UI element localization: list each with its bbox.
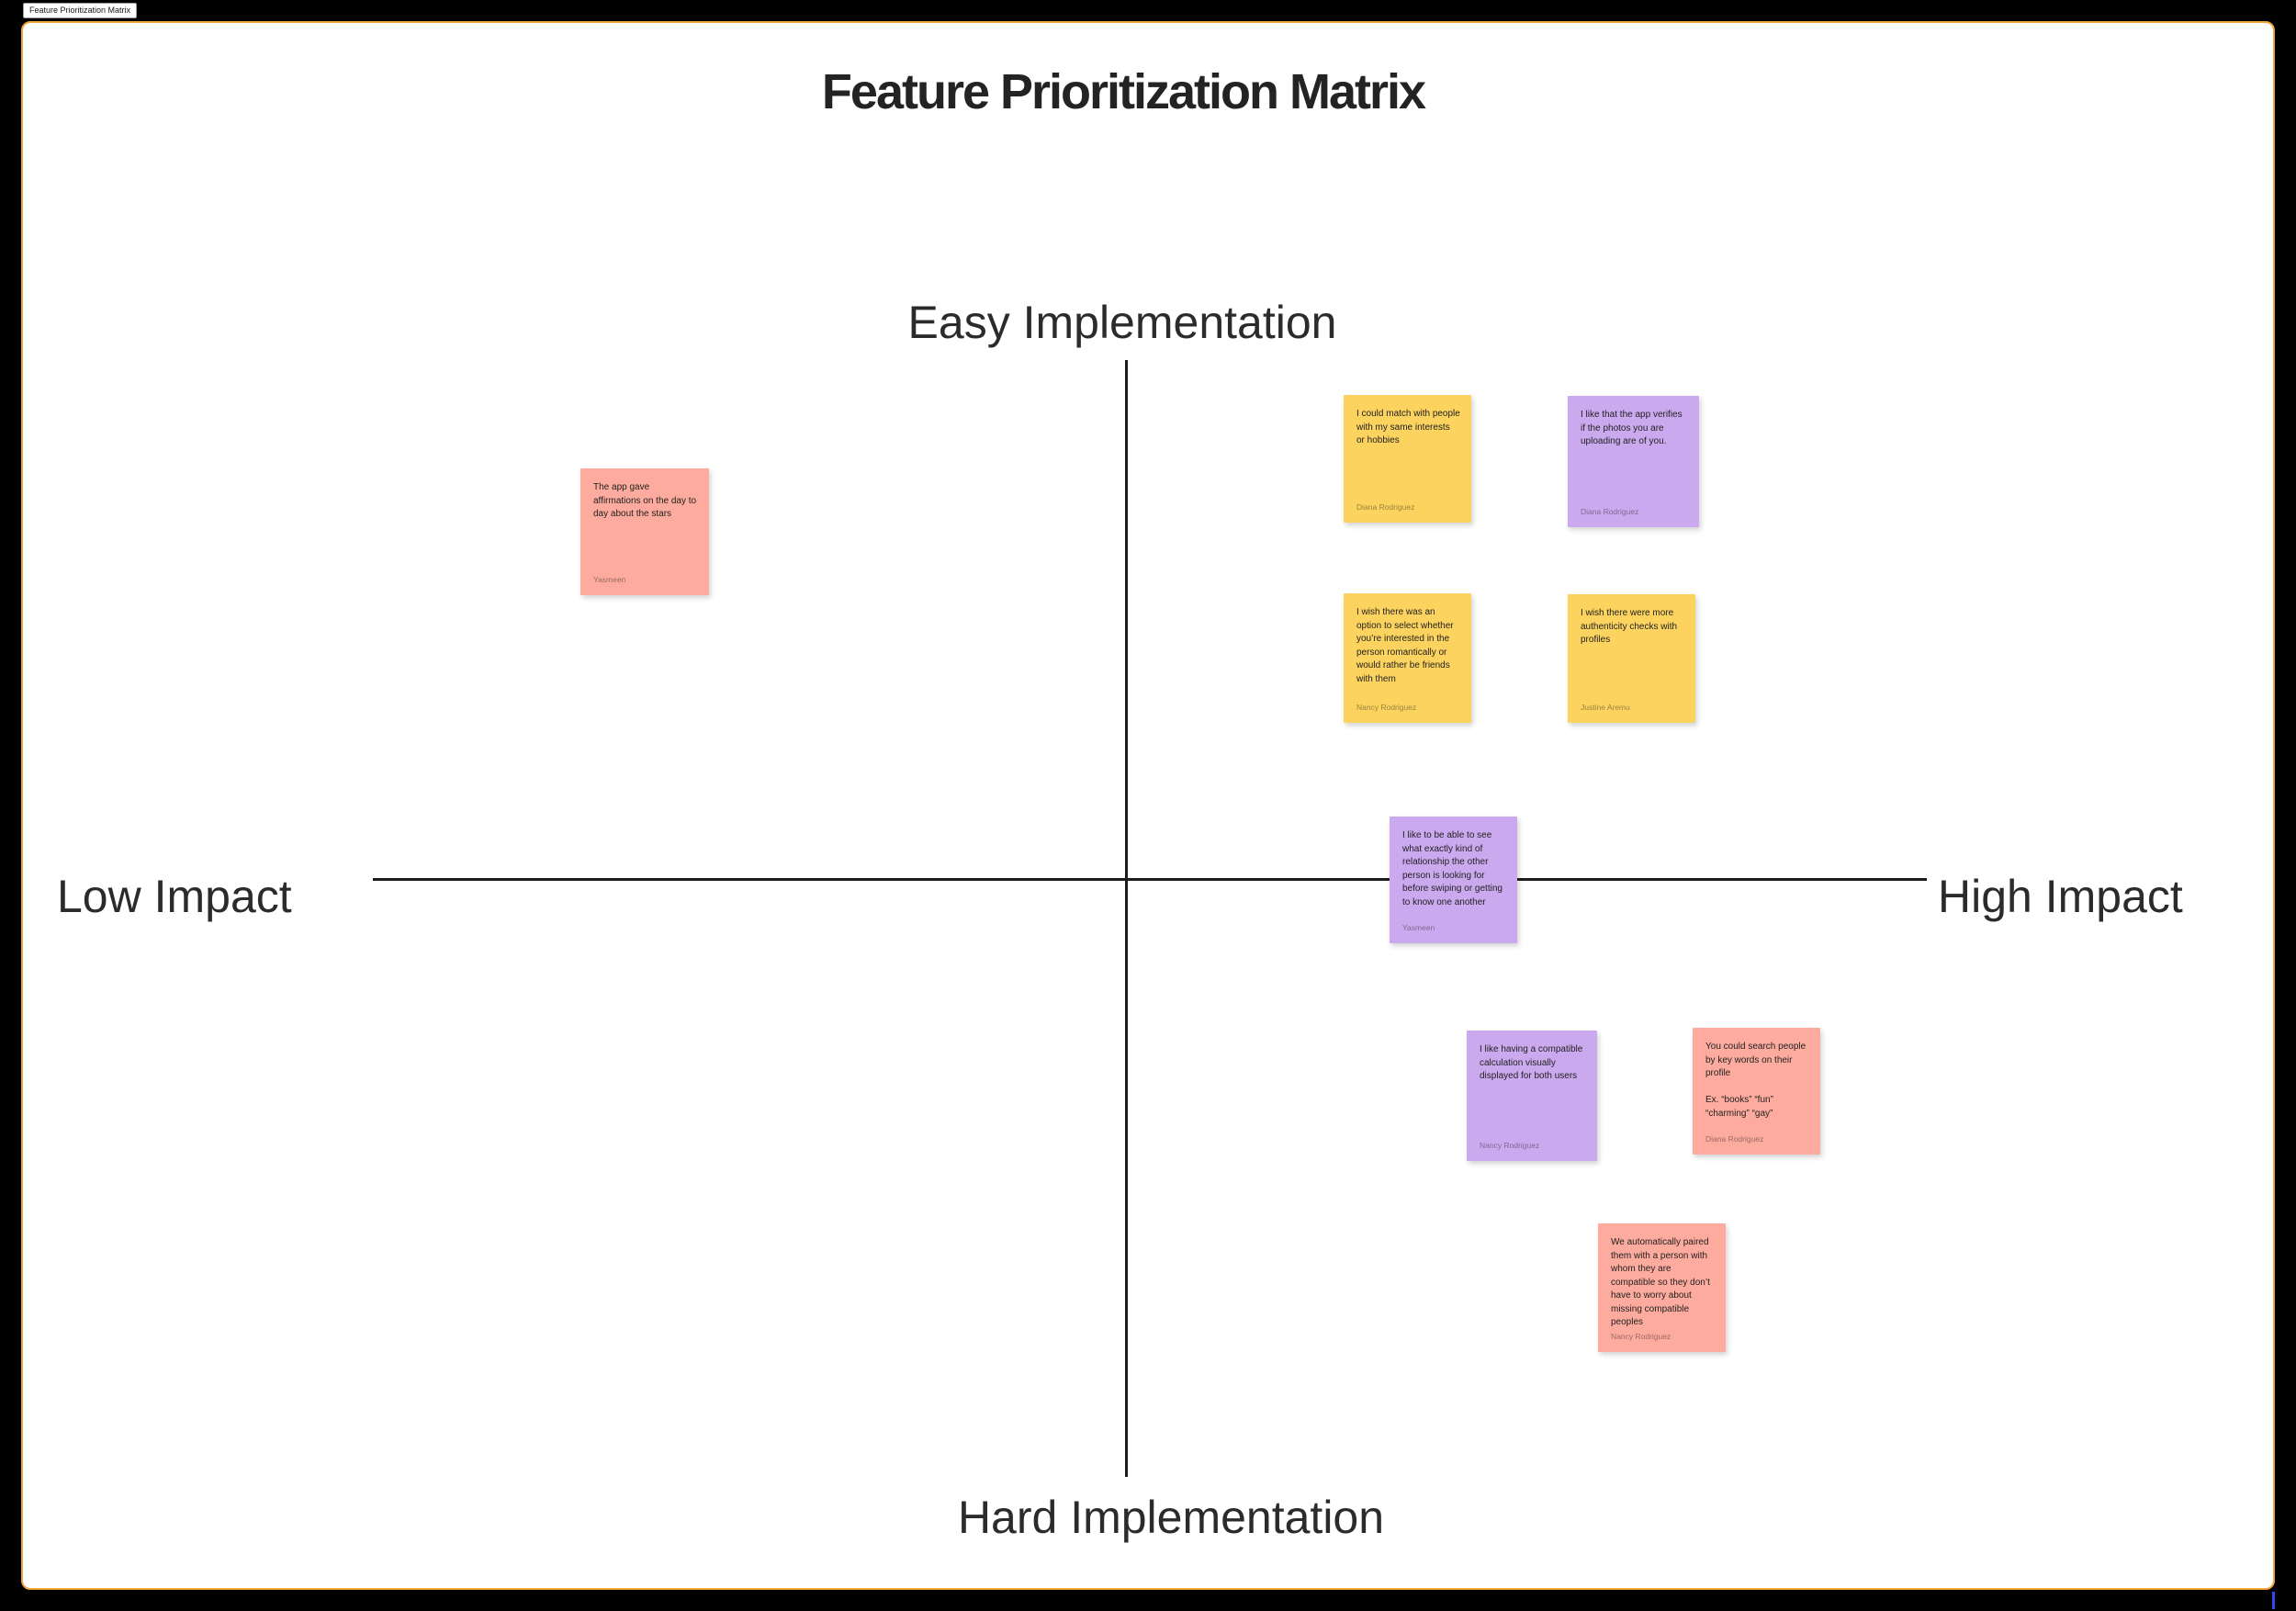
sticky-note[interactable]: We automatically paired them with a pers… — [1598, 1223, 1726, 1352]
sticky-note[interactable]: I like that the app verifies if the phot… — [1568, 396, 1699, 527]
sticky-note[interactable]: I wish there were more authenticity chec… — [1568, 594, 1695, 723]
sticky-note-text: I like having a compatible calculation v… — [1480, 1044, 1583, 1081]
sticky-note[interactable]: I like having a compatible calculation v… — [1467, 1031, 1597, 1161]
sticky-note[interactable]: I could match with people with my same i… — [1344, 395, 1471, 523]
sticky-note[interactable]: I wish there was an option to select whe… — [1344, 593, 1471, 723]
axis-label-hard-implementation[interactable]: Hard Implementation — [957, 1492, 1385, 1543]
sticky-note-author: Diana Rodriguez — [1705, 1134, 1764, 1143]
sticky-note-text: I like that the app verifies if the phot… — [1581, 410, 1683, 446]
sticky-note-author: Yasmeen — [1402, 923, 1435, 932]
sticky-note[interactable]: The app gave affirmations on the day to … — [580, 468, 709, 595]
notes-layer: The app gave affirmations on the day to … — [23, 23, 2273, 1588]
sticky-note-author: Diana Rodriguez — [1356, 502, 1415, 512]
vertical-axis-line[interactable] — [1125, 360, 1128, 1477]
sticky-note-text: I wish there was an option to select whe… — [1356, 607, 1454, 684]
sticky-note-author: Nancy Rodriguez — [1611, 1332, 1671, 1341]
board-title[interactable]: Feature Prioritization Matrix — [821, 64, 1426, 119]
whiteboard-canvas[interactable]: Feature Prioritization Matrix Easy Imple… — [21, 21, 2275, 1590]
sticky-note-author: Justine Aremu — [1581, 703, 1630, 712]
axis-label-easy-implementation[interactable]: Easy Implementation — [907, 297, 1337, 348]
sticky-note[interactable]: You could search people by key words on … — [1693, 1028, 1820, 1155]
sticky-note-author: Nancy Rodriguez — [1480, 1141, 1540, 1150]
sticky-note-text: We automatically paired them with a pers… — [1611, 1237, 1710, 1327]
sticky-note-author: Yasmeen — [593, 575, 626, 584]
sticky-note-text: I like to be able to see what exactly ki… — [1402, 830, 1503, 907]
board-title-tab[interactable]: Feature Prioritization Matrix — [23, 3, 138, 18]
axis-label-high-impact[interactable]: High Impact — [1938, 871, 2183, 922]
sticky-note-author: Diana Rodriguez — [1581, 507, 1639, 516]
sticky-note-author: Nancy Rodriguez — [1356, 703, 1417, 712]
sticky-note-text: I wish there were more authenticity chec… — [1581, 608, 1678, 645]
sticky-note-text: I could match with people with my same i… — [1356, 409, 1460, 445]
sticky-note-text: The app gave affirmations on the day to … — [593, 482, 697, 519]
text-cursor-indicator — [2272, 1592, 2275, 1609]
horizontal-axis-line[interactable] — [373, 878, 1927, 881]
axis-label-low-impact[interactable]: Low Impact — [57, 871, 292, 922]
sticky-note-text: You could search people by key words on … — [1705, 1042, 1806, 1119]
sticky-note[interactable]: I like to be able to see what exactly ki… — [1390, 817, 1517, 943]
